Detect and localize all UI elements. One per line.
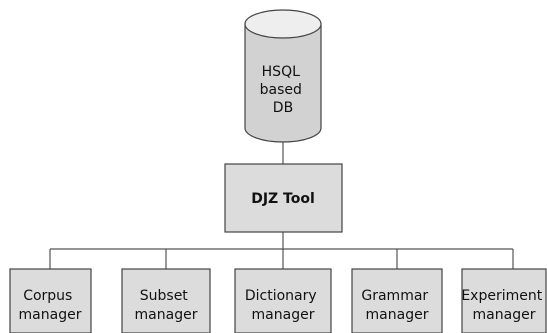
module-label-line: Corpus: [23, 288, 72, 304]
module-box: [234, 268, 332, 333]
module-box: [121, 268, 211, 333]
database-label-line: based: [260, 82, 302, 98]
djz-tool-label: DJZ Tool: [251, 191, 315, 207]
cylinder-body: [244, 23, 322, 143]
module-node: Subset manager: [121, 268, 211, 333]
module-label-line: Experiment: [461, 288, 542, 304]
module-box: [9, 268, 92, 333]
module-label-line: Grammar: [361, 288, 428, 304]
module-label: Subset manager: [135, 288, 198, 323]
module-label-line: manager: [473, 307, 536, 323]
djz-tool-box: [224, 163, 343, 233]
module-node: Corpus manager: [9, 268, 92, 333]
module-node: Grammar manager: [351, 268, 443, 333]
module-box: [351, 268, 443, 333]
database-cylinder: HSQL based DB: [244, 9, 322, 143]
cylinder-top: [244, 9, 322, 39]
module-node: Experiment manager: [461, 268, 547, 333]
module-label-line: manager: [135, 307, 198, 323]
connectors: [49, 142, 514, 269]
database-label-line: DB: [273, 100, 293, 116]
module-label: Corpus manager: [19, 288, 82, 323]
database-label: HSQL based DB: [260, 64, 307, 116]
module-label: Experiment manager: [461, 288, 546, 323]
module-label: Dictionary manager: [245, 288, 321, 323]
module-label-line: manager: [252, 307, 315, 323]
module-label-line: Subset: [140, 288, 189, 304]
module-label-line: manager: [19, 307, 82, 323]
djz-tool-node: DJZ Tool: [224, 163, 343, 233]
module-node: Dictionary manager: [234, 268, 332, 333]
module-label-line: Dictionary: [245, 288, 317, 304]
module-label-line: manager: [366, 307, 429, 323]
module-label: Grammar manager: [361, 288, 432, 323]
database-label-line: HSQL: [262, 64, 300, 80]
module-box: [461, 268, 547, 333]
